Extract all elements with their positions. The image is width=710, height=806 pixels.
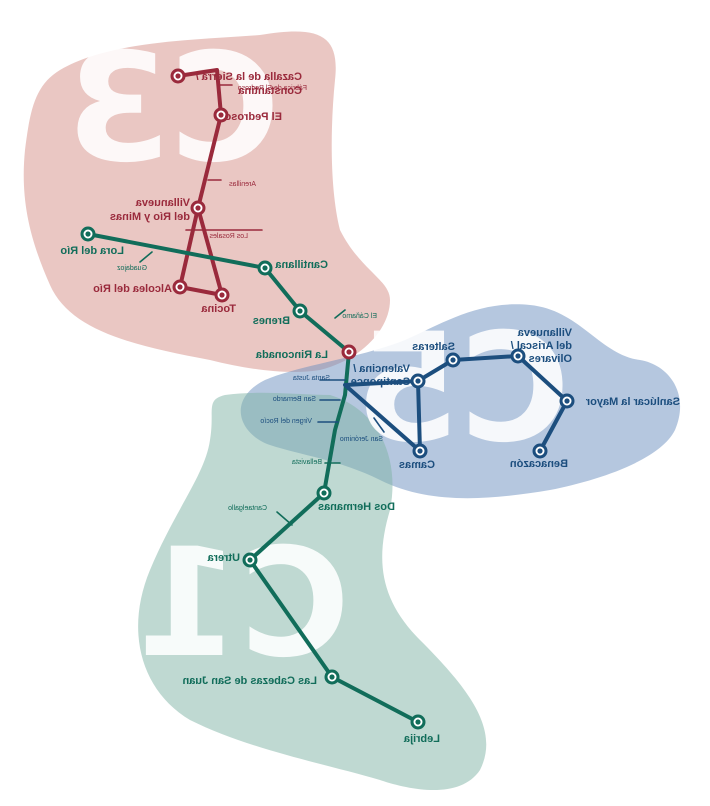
station-label-villanueva-ariscal-2: del Ariscal / (511, 340, 572, 352)
station-label-camas: Camas (399, 459, 435, 471)
minor-label-cantaelgallo: Cantaelgallo (228, 505, 267, 512)
station-label-villanueva-ariscal-3: Olivares (529, 353, 572, 365)
station-label-salteras: Salteras (412, 341, 455, 353)
station-label-tocina: Tocina (200, 303, 236, 315)
c1-labels: Lora del Río Guadajoz Cantillana Brenes … (60, 245, 440, 745)
minor-label-arenillas: Arenillas (229, 181, 256, 188)
minor-label-fabrica: Fábrica de El Pedroso (238, 85, 307, 92)
station-label-villanueva-ariscal-1: Villanueva (517, 327, 572, 339)
c5-route (317, 354, 569, 453)
station-marker-tocina[interactable] (214, 287, 230, 303)
station-marker-salteras[interactable] (445, 352, 461, 368)
minor-label-el-canamo: El Cáñamo (342, 313, 377, 320)
station-label-dos-hermanas: Dos Hermanas (318, 501, 395, 513)
station-marker-benacazon[interactable] (532, 443, 548, 459)
station-marker-villanueva-ariscal[interactable] (510, 348, 526, 364)
station-marker-sanlucar[interactable] (559, 393, 575, 409)
c3-big-label: C3 (66, 22, 280, 196)
minor-label-guadajoz: Guadajoz (117, 265, 147, 272)
station-label-cantillana: Cantillana (275, 259, 328, 271)
station-marker-utrera[interactable] (242, 552, 258, 568)
station-label-sanlucar: Sanlúcar la Mayor (585, 396, 680, 408)
station-marker-villanueva-rio[interactable] (190, 200, 206, 216)
station-marker-brenes[interactable] (292, 303, 308, 319)
station-label-benacazon: Benacazón (510, 458, 568, 470)
minor-label-rosales: Los Rosales (209, 233, 248, 240)
station-label-pedroso: El Pedroso (224, 111, 282, 123)
station-marker-pedroso[interactable] (213, 107, 229, 123)
station-label-alcolea: Alcolea del Río (93, 283, 172, 295)
station-marker-lebrija[interactable] (410, 714, 426, 730)
station-label-valencina-2: Santiponce (351, 376, 410, 388)
station-label-lora: Lora del Río (60, 245, 124, 257)
station-label-cazalla: Cazalla de la Sierra / (196, 71, 302, 83)
station-label-villanueva-2: del Río y Minas (110, 211, 190, 223)
station-label-rinconada: La Rinconada (255, 349, 328, 361)
station-label-lebrija: Lebrija (403, 733, 440, 745)
minor-label-san-jeronimo: San Jerónimo (340, 436, 383, 443)
station-label-cabezas: Las Cabezas de San Juan (182, 675, 317, 687)
minor-label-bellavista: Bellavista (292, 459, 322, 466)
c3-labels: Cazalla de la Sierra / Constantina Fábri… (93, 71, 307, 315)
minor-label-santa-justa: Santa Justa (293, 375, 330, 382)
station-marker-cabezas[interactable] (324, 669, 340, 685)
c1-route (86, 232, 420, 724)
station-marker-lora[interactable] (80, 226, 96, 242)
station-marker-rinconada[interactable] (341, 344, 357, 360)
station-label-brenes: Brenes (253, 315, 290, 327)
c3-region (23, 31, 390, 372)
c1-region (138, 392, 487, 790)
station-label-villanueva-1: Villanueva (135, 197, 190, 209)
station-marker-camas[interactable] (412, 443, 428, 459)
minor-label-san-bernardo: San Bernardo (273, 396, 316, 403)
station-marker-alcolea[interactable] (172, 279, 188, 295)
station-label-utrera: Utrera (207, 552, 240, 564)
minor-label-virgen-rocio: Virgen del Rocío (260, 418, 312, 425)
station-marker-cazalla[interactable] (170, 68, 186, 84)
station-label-constantina: Constantina (238, 85, 302, 97)
station-marker-valencina[interactable] (410, 373, 426, 389)
c1-big-label: C1 (136, 517, 350, 691)
station-label-valencina-1: Valencina / (353, 363, 410, 375)
c5-labels: Santa Justa San Bernardo Virgen del Rocí… (260, 327, 680, 471)
station-marker-dos-hermanas[interactable] (316, 485, 332, 501)
station-marker-cantillana[interactable] (257, 260, 273, 276)
